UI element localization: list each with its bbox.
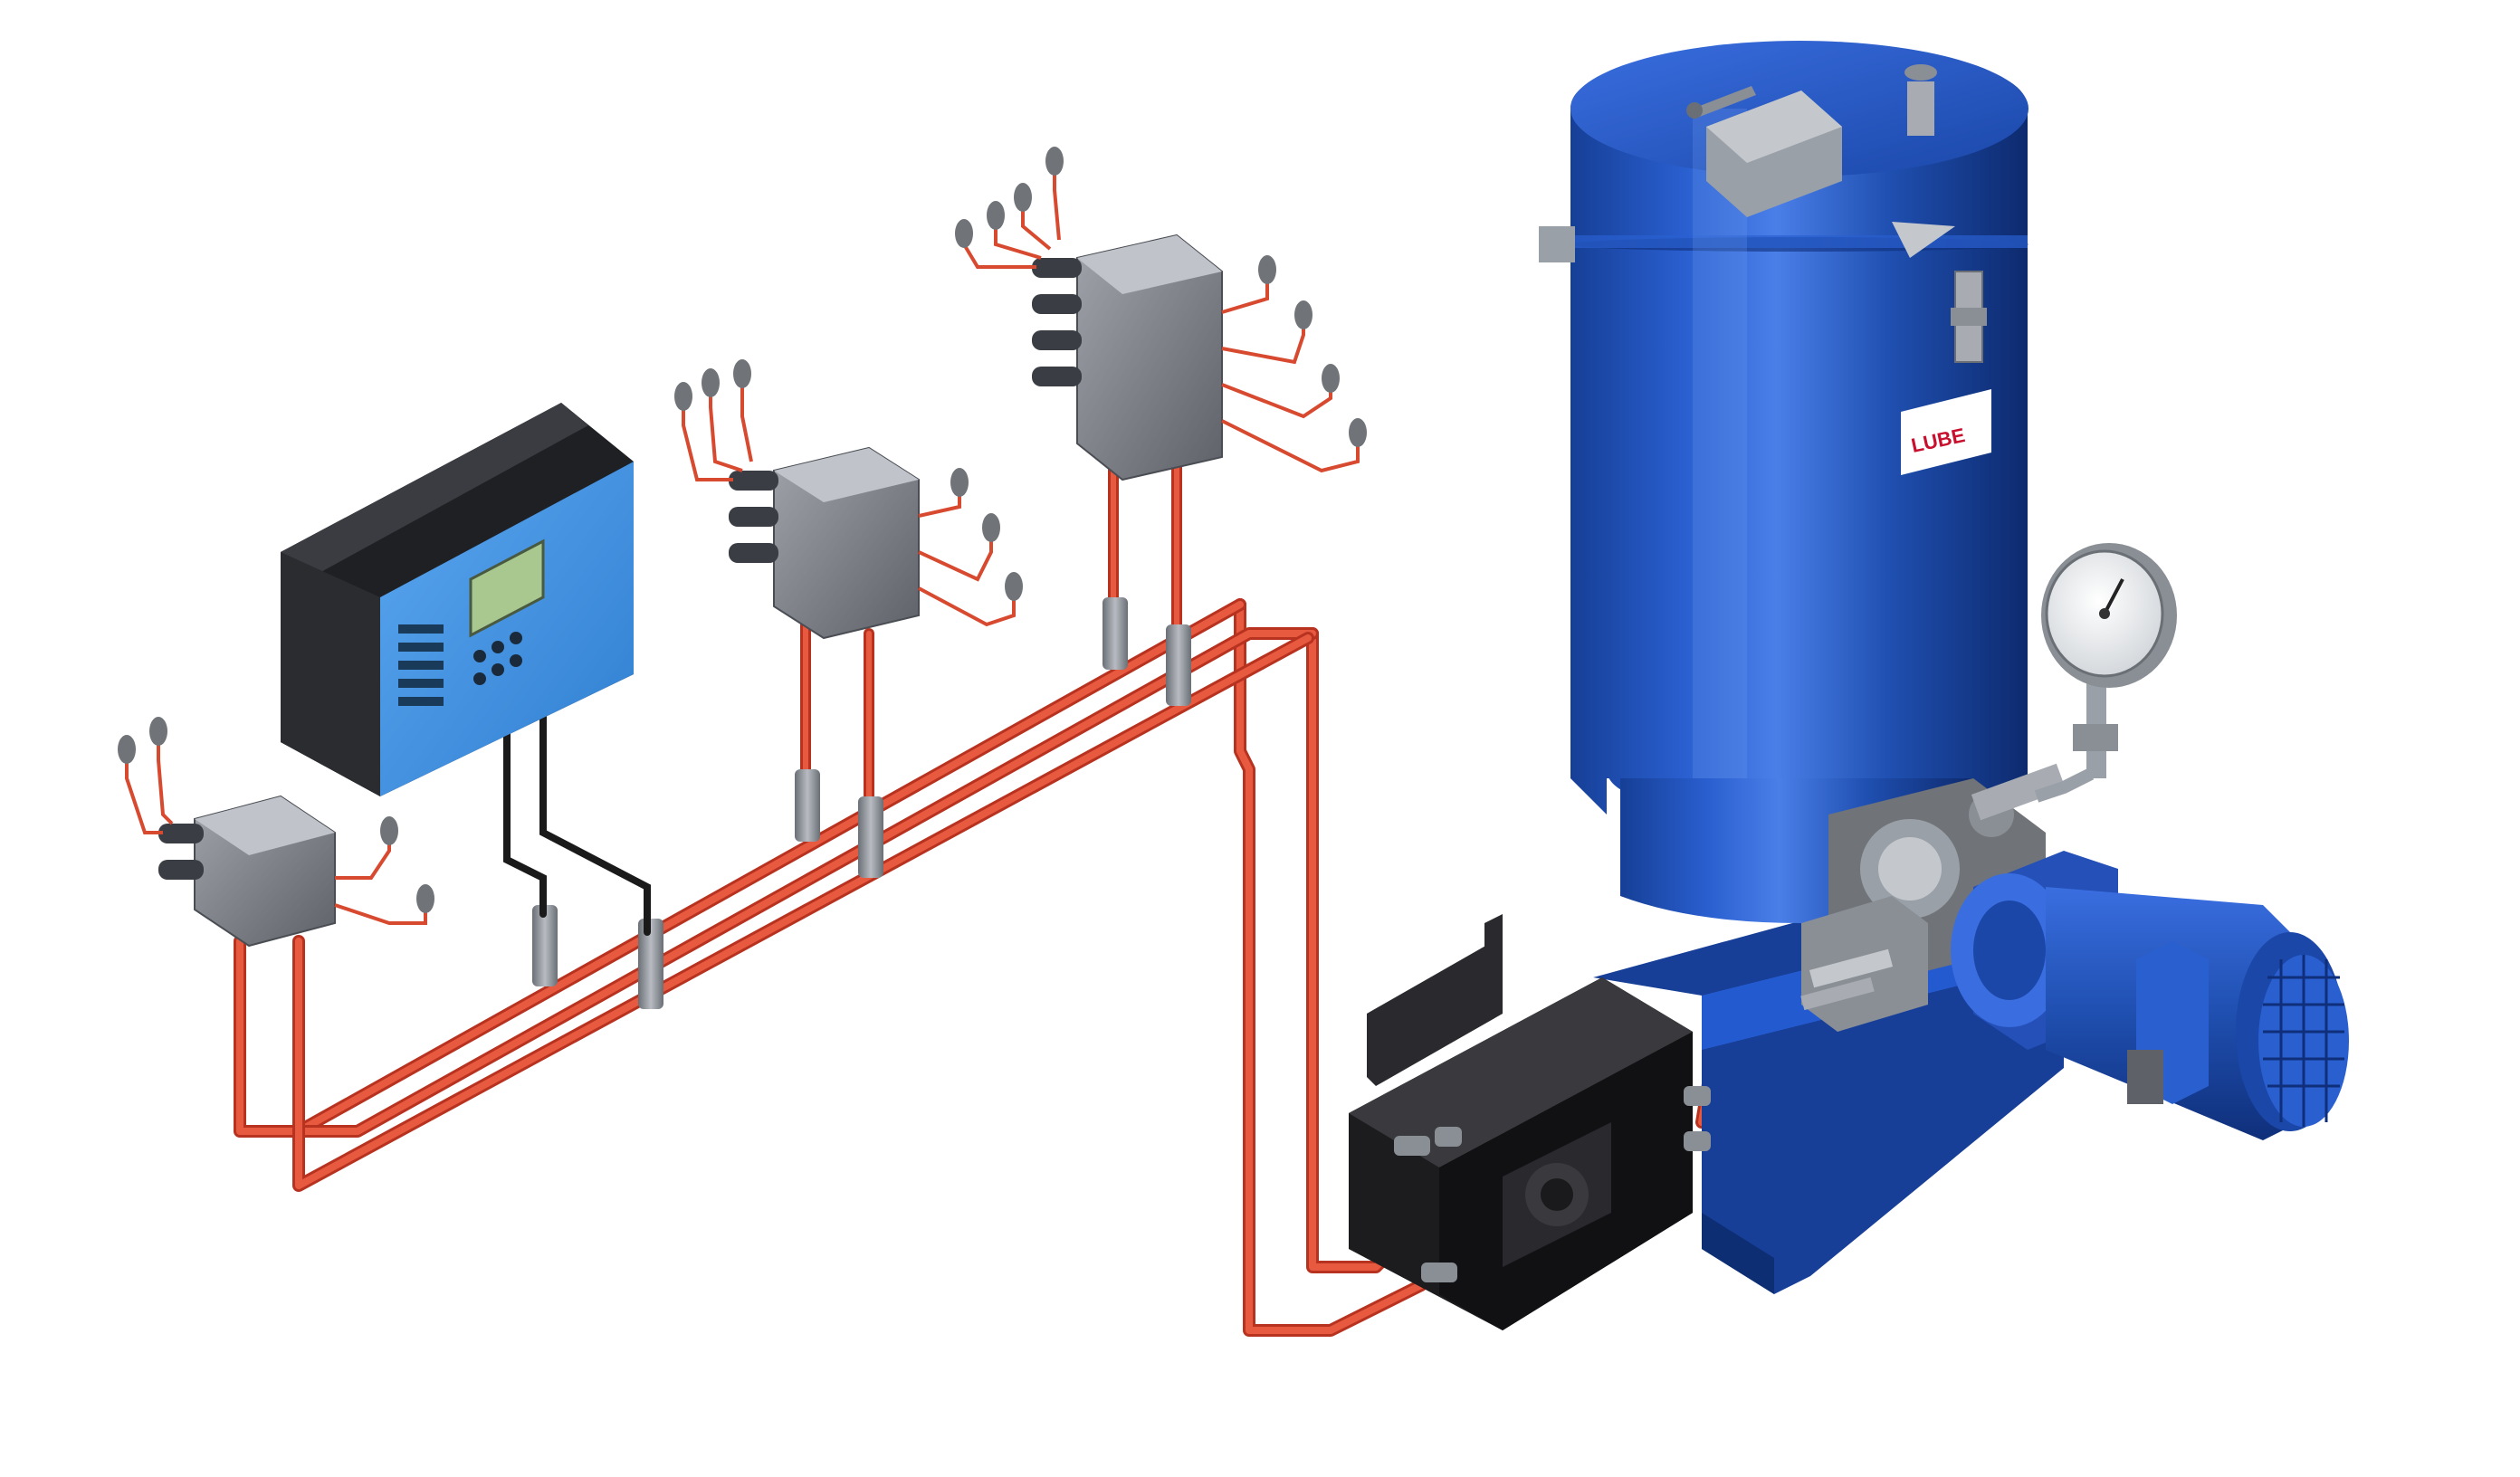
- changeover-fittings: [1394, 1086, 1711, 1282]
- distributor-3: [955, 147, 1367, 481]
- vent-plug: [1904, 64, 1937, 136]
- distributor-1: [118, 717, 434, 948]
- tee-fittings: [532, 597, 1191, 1009]
- distributor-2: [674, 359, 1023, 640]
- brand-logo: LUBE: [1901, 389, 1991, 475]
- side-plug: [1539, 226, 1575, 262]
- changeover-valve: [1349, 914, 1711, 1330]
- indicator-panel: [398, 624, 444, 706]
- pressure-gauge: [2034, 543, 2177, 803]
- keypad: [473, 632, 522, 685]
- direction-arrow-icon: [1892, 222, 1955, 258]
- electric-motor: [1951, 851, 2349, 1140]
- mounting-bracket: [1367, 914, 1503, 1086]
- lid-clamp: [1951, 271, 1987, 363]
- control-unit: [281, 403, 634, 796]
- fill-cap: [1686, 86, 1842, 217]
- grease-reservoir: LUBE: [1539, 41, 2028, 923]
- control-cables: [503, 702, 651, 936]
- motor-fan-cover: [2263, 955, 2344, 1127]
- drive-coupling: [1800, 896, 1928, 1032]
- lcd-display: [469, 538, 545, 638]
